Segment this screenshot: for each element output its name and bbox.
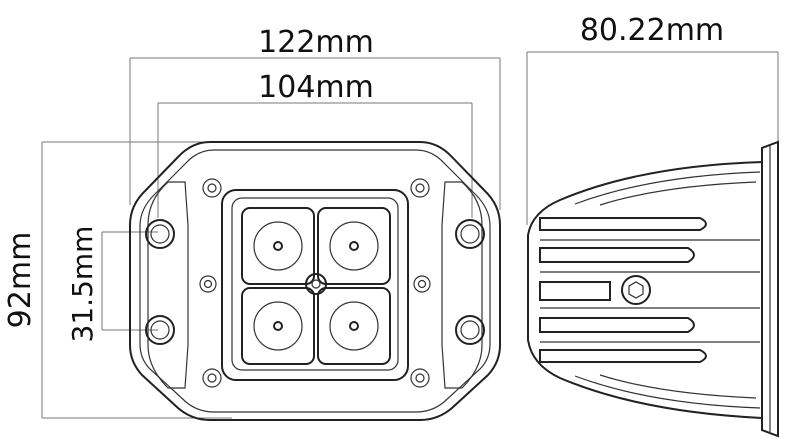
screw-icon <box>199 178 431 388</box>
depth-label: 80.22mm <box>580 13 724 48</box>
dimension-guides-side <box>526 51 779 225</box>
overall-width-label: 122mm <box>258 25 374 60</box>
cooling-fins <box>539 217 760 363</box>
side-view-drawing <box>527 140 779 438</box>
bolt-spacing-label: 31.5mm <box>66 226 99 343</box>
led-lens-icon <box>253 221 379 351</box>
dimension-guides-front <box>41 57 501 419</box>
front-view-drawing <box>129 141 501 421</box>
allen-bolt-icon <box>621 275 651 305</box>
mount-width-label: 104mm <box>258 70 374 105</box>
mounting-hole-icon <box>145 219 485 345</box>
height-label: 92mm <box>3 232 38 329</box>
